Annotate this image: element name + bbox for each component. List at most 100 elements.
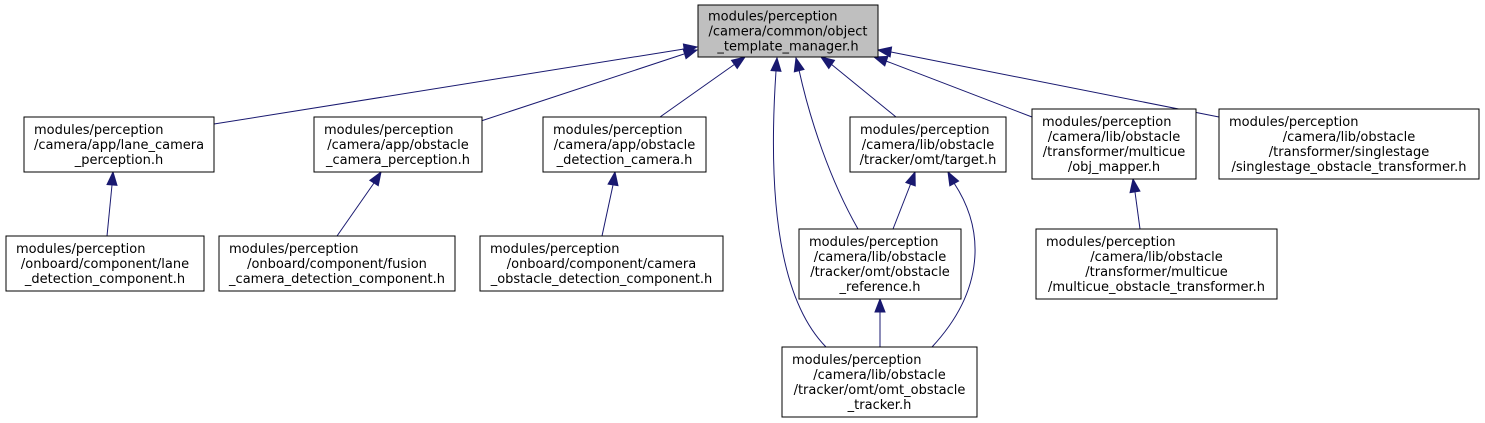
node-label-line: modules/perception	[490, 242, 619, 257]
node-label-line: modules/perception	[809, 235, 938, 250]
node-label-line: modules/perception	[1229, 115, 1358, 130]
edge-line	[890, 51, 1220, 118]
node-label-line: /tracker/omt/omt_obstacle	[794, 383, 966, 398]
node-obj_mapper[interactable]: modules/perception/camera/lib/obstacle/t…	[1031, 108, 1197, 180]
arrowhead-icon	[106, 170, 118, 186]
edge-omt_obstacle_reference-to-omt_target	[892, 170, 916, 230]
node-label-line: /camera/lib/obstacle	[1090, 250, 1223, 265]
nodes-layer: modules/perception/camera/common/object_…	[5, 4, 1480, 418]
arrowhead-icon	[876, 46, 893, 58]
node-label-line: modules/perception	[1042, 115, 1171, 130]
node-label-line: /transformer/multicue	[1085, 265, 1227, 280]
node-box[interactable]	[218, 235, 456, 292]
edge-omt_obstacle_tracker-to-omt_obstacle_reference	[874, 297, 886, 347]
node-label-line: _reference.h	[839, 280, 921, 295]
node-box[interactable]	[798, 228, 962, 300]
node-label-line: /onboard/component/lane	[21, 257, 189, 272]
arrowhead-icon	[874, 297, 886, 313]
node-label-line: /camera/app/obstacle	[554, 138, 696, 153]
node-box[interactable]	[1035, 228, 1278, 300]
node-box[interactable]	[5, 235, 205, 292]
arrowhead-icon	[947, 170, 960, 187]
edge-line	[1134, 191, 1141, 230]
node-label-line: /obj_mapper.h	[1068, 160, 1160, 175]
node-label-line: modules/perception	[708, 10, 837, 25]
arrowhead-icon	[793, 56, 805, 73]
edge-lane_detection_component-to-lane_camera_perception	[106, 170, 118, 237]
edge-line	[830, 63, 897, 118]
node-box[interactable]	[313, 116, 483, 173]
arrowhead-icon	[368, 170, 382, 187]
node-label-line: _template_manager.h	[716, 40, 858, 55]
edge-lane_camera_perception-to-root	[213, 43, 699, 125]
node-label-line: modules/perception	[1046, 235, 1175, 250]
edge-omt_target-to-root	[819, 56, 897, 118]
edge-multicue_transformer-to-obj_mapper	[1129, 177, 1141, 230]
node-label-line: _detection_component.h	[24, 272, 185, 287]
node-label-line: _detection_camera.h	[556, 153, 693, 168]
arrowhead-icon	[682, 48, 699, 60]
node-label-line: _tracker.h	[847, 398, 912, 413]
node-box[interactable]	[542, 116, 707, 173]
edge-obstacle_detection_camera-to-root	[659, 56, 747, 118]
node-label-line: modules/perception	[792, 353, 921, 368]
node-label-line: _perception.h	[74, 153, 163, 168]
node-label-line: /camera/lib/obstacle	[1283, 130, 1416, 145]
node-obstacle_camera_perception[interactable]: modules/perception/camera/app/obstacle_c…	[313, 116, 483, 173]
node-omt_obstacle_tracker[interactable]: modules/perception/camera/lib/obstacle/t…	[781, 346, 978, 418]
edge-line	[601, 184, 614, 237]
arrowhead-icon	[872, 55, 889, 67]
arrowhead-icon	[730, 56, 747, 70]
node-lane_detection_component[interactable]: modules/perception/onboard/component/lan…	[5, 235, 205, 292]
node-singlestage_transformer[interactable]: modules/perception/camera/lib/obstacle/t…	[1218, 108, 1480, 180]
node-omt_target[interactable]: modules/perception/camera/lib/obstacle/t…	[849, 116, 1007, 173]
node-fusion_camera_detection_component[interactable]: modules/perception/onboard/component/fus…	[218, 235, 456, 292]
node-multicue_transformer[interactable]: modules/perception/camera/lib/obstacle/t…	[1035, 228, 1278, 300]
edge-singlestage_transformer-to-root	[876, 46, 1220, 118]
node-label-line: /transformer/singlestage	[1269, 145, 1429, 160]
node-label-line: _camera_perception.h	[325, 153, 470, 168]
node-root[interactable]: modules/perception/camera/common/object_…	[697, 4, 879, 58]
edge-line	[659, 63, 736, 118]
node-label-line: modules/perception	[860, 123, 989, 138]
node-label-line: /tracker/omt/target.h	[860, 153, 997, 168]
node-label-line: /onboard/component/camera	[507, 257, 697, 272]
node-omt_obstacle_reference[interactable]: modules/perception/camera/lib/obstacle/t…	[798, 228, 962, 300]
edge-line	[885, 60, 1033, 118]
edges-layer	[106, 43, 1220, 348]
edge-omt_obstacle_tracker-to-omt_target	[931, 170, 976, 348]
edge-obstacle_camera_perception-to-root	[480, 48, 699, 122]
node-label-line: /camera/lib/obstacle	[862, 138, 995, 153]
node-box[interactable]	[1218, 108, 1480, 180]
node-box[interactable]	[1031, 108, 1197, 180]
arrowhead-icon	[770, 56, 782, 72]
edge-camera_obstacle_detection_component-to-obstacle_detection_camera	[601, 170, 619, 237]
node-box[interactable]	[479, 235, 724, 292]
arrowhead-icon	[607, 170, 619, 187]
node-camera_obstacle_detection_component[interactable]: modules/perception/onboard/component/cam…	[479, 235, 724, 292]
node-label-line: /transformer/multicue	[1043, 145, 1185, 160]
edge-omt_obstacle_reference-to-root	[793, 56, 859, 230]
edge-obj_mapper-to-root	[872, 55, 1033, 118]
edge-fusion_camera_detection_component-to-obstacle_camera_perception	[336, 170, 382, 237]
node-label-line: /multicue_obstacle_transformer.h	[1048, 280, 1265, 295]
node-box[interactable]	[781, 346, 978, 418]
node-label-line: _camera_detection_component.h	[228, 272, 445, 287]
edge-line	[892, 182, 912, 230]
node-obstacle_detection_camera[interactable]: modules/perception/camera/app/obstacle_d…	[542, 116, 707, 173]
arrowhead-icon	[819, 56, 836, 70]
edge-line	[106, 184, 113, 237]
arrowhead-icon	[905, 170, 916, 187]
edge-line	[213, 48, 685, 125]
node-box[interactable]	[23, 116, 215, 173]
node-lane_camera_perception[interactable]: modules/perception/camera/app/lane_camer…	[23, 116, 215, 173]
node-label-line: modules/perception	[324, 123, 453, 138]
edge-line	[798, 69, 859, 230]
node-box[interactable]	[849, 116, 1007, 173]
node-box[interactable]	[697, 4, 879, 58]
node-label-line: modules/perception	[553, 123, 682, 138]
edge-line	[772, 70, 827, 348]
node-label-line: /onboard/component/fusion	[247, 257, 427, 272]
node-label-line: /tracker/omt/obstacle	[810, 265, 950, 280]
